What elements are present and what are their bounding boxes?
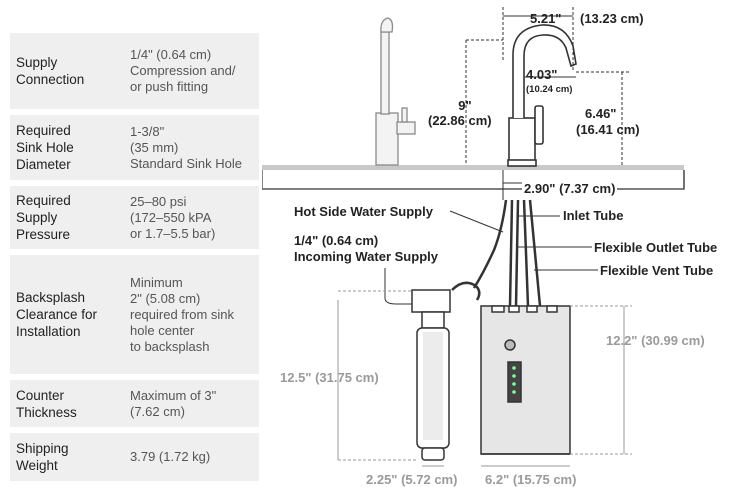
spec-label-line: Installation	[16, 324, 81, 339]
spec-label-line: Supply	[16, 210, 58, 225]
hot-water-tank	[480, 305, 571, 455]
spec-value-line: 1/4" (0.64 cm)	[130, 47, 212, 62]
spec-label-line: Counter	[16, 387, 65, 403]
incoming-supply-size-callout: 1/4" (0.64 cm)	[294, 233, 379, 248]
faucet-reach-label: 5.21"	[530, 11, 562, 26]
spec-value: Maximum of 3" (7.62 cm)	[130, 388, 255, 420]
spec-value: 1-3/8" (35 mm) Standard Sink Hole	[130, 124, 255, 172]
spec-value: 1/4" (0.64 cm) Compression and/ or push …	[130, 47, 255, 95]
tank-width-label: 6.2" (15.75 cm)	[485, 472, 577, 487]
faucet-reach-metric-label: (13.23 cm)	[580, 11, 644, 26]
supply-tubes	[451, 199, 542, 307]
spec-label-line: Required	[16, 193, 71, 208]
hot-side-supply-callout: Hot Side Water Supply	[294, 204, 433, 219]
inlet-tube-callout: Inlet Tube	[563, 208, 624, 223]
filter-cartridge	[411, 289, 451, 461]
spec-row-shipping-weight: Shipping Weight 3.79 (1.72 kg)	[10, 433, 259, 481]
dimension-lines	[465, 7, 630, 200]
spec-value-line: Compression and/	[130, 63, 236, 78]
faucet-height-metric-label: (22.86 cm)	[428, 113, 492, 128]
callout-leaders	[384, 210, 598, 305]
diagram-drawing	[262, 7, 685, 467]
filter-height-label: 12.5" (31.75 cm)	[280, 370, 379, 385]
spec-label: Required Supply Pressure	[16, 192, 130, 243]
spout-height-label: 6.46"	[585, 106, 617, 121]
spec-value-line: Minimum	[130, 274, 183, 290]
spec-value-line: required from sink	[130, 306, 235, 322]
spec-label-line: Diameter	[16, 157, 71, 172]
spec-value-line: Standard Sink Hole	[130, 155, 243, 171]
spec-value-line: 25–80 psi	[130, 193, 187, 209]
spec-label: Supply Connection	[16, 54, 130, 88]
spec-label-line: Supply	[16, 55, 58, 70]
spec-label: Counter Thickness	[16, 387, 130, 421]
spec-label-line: Clearance for	[16, 307, 98, 322]
installation-diagram: 5.21" (13.23 cm) 4.03" (10.24 cm) 9" (22…	[262, 0, 744, 487]
spec-value: 3.79 (1.72 kg)	[130, 449, 255, 465]
tank-height-label: 12.2" (30.99 cm)	[606, 333, 705, 348]
spec-value: Minimum 2" (5.08 cm) required from sink …	[130, 275, 255, 355]
spec-value-line: or 1.7–5.5 bar)	[130, 225, 216, 241]
spec-table: Supply Connection 1/4" (0.64 cm) Compres…	[10, 33, 259, 487]
spec-value: 25–80 psi (172–550 kPA or 1.7–5.5 bar)	[130, 194, 255, 242]
spec-value-line: or push fitting	[130, 79, 209, 94]
faucet-drawing	[507, 24, 577, 167]
spec-value-line: 1-3/8"	[130, 123, 165, 139]
spec-label-line: Backsplash	[16, 290, 86, 305]
spec-row-supply-connection: Supply Connection 1/4" (0.64 cm) Compres…	[10, 33, 259, 109]
spec-label-line: Sink Hole	[16, 140, 74, 155]
spec-value-line: Maximum of 3"	[130, 387, 217, 403]
spec-value-line: 3.79 (1.72 kg)	[130, 449, 211, 464]
spout-height-metric-label: (16.41 cm)	[576, 122, 640, 137]
flexible-vent-tube-callout: Flexible Vent Tube	[600, 263, 714, 278]
spec-row-counter-thickness: Counter Thickness Maximum of 3" (7.62 cm…	[10, 380, 259, 427]
spec-value-line: (7.62 cm)	[130, 403, 185, 419]
faucet-height-label: 9"	[458, 98, 472, 113]
spec-value-line: hole center	[130, 322, 195, 338]
spec-label-line: Weight	[16, 458, 58, 473]
spec-label: Backsplash Clearance for Installation	[16, 289, 130, 340]
spec-label: Shipping Weight	[16, 440, 130, 474]
spec-value-line: (172–550 kPA	[130, 209, 212, 225]
spec-value-line: 2" (5.08 cm)	[130, 290, 201, 306]
flexible-outlet-tube-callout: Flexible Outlet Tube	[594, 240, 718, 255]
spec-label-line: Pressure	[16, 227, 71, 242]
filter-width-label: 2.25" (5.72 cm)	[366, 472, 458, 487]
incoming-supply-callout: Incoming Water Supply	[294, 249, 438, 264]
spec-label-line: Thickness	[16, 404, 77, 420]
unit-dimension-lines	[337, 290, 632, 467]
spout-reach-label: 4.03"	[526, 67, 558, 82]
spec-value-line: (35 mm)	[130, 139, 179, 155]
spec-label-line: Required	[16, 123, 71, 138]
spec-label: Required Sink Hole Diameter	[16, 122, 130, 173]
spec-label-line: Connection	[16, 72, 85, 87]
spec-row-sink-hole-diameter: Required Sink Hole Diameter 1-3/8" (35 m…	[10, 115, 259, 180]
spout-reach-metric-label: (10.24 cm)	[526, 84, 573, 95]
spec-row-backsplash-clearance: Backsplash Clearance for Installation Mi…	[10, 255, 259, 374]
spec-row-supply-pressure: Required Supply Pressure 25–80 psi (172–…	[10, 186, 259, 249]
spec-label-line: Shipping	[16, 441, 69, 456]
spec-value-line: to backsplash	[130, 338, 210, 354]
base-width-label: 2.90" (7.37 cm)	[522, 181, 618, 196]
rear-faucet-silhouette	[375, 17, 416, 166]
countertop	[262, 165, 685, 190]
